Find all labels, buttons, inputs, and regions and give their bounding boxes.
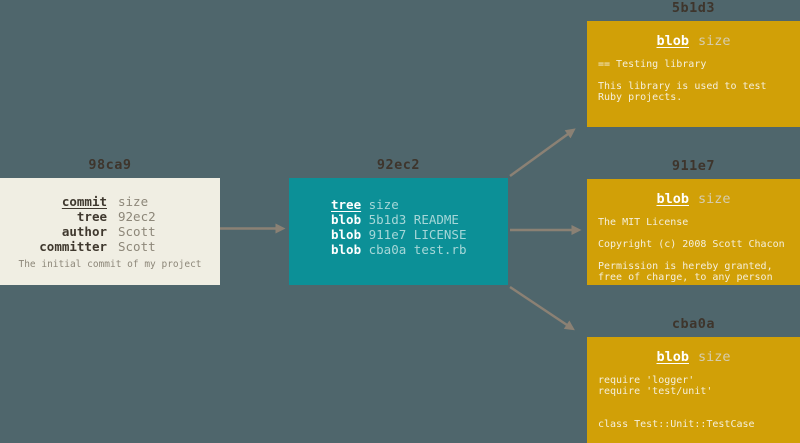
code-line: require 'test/unit': [598, 386, 713, 397]
commit-row: author Scott: [0, 224, 220, 239]
commit-row: tree 92ec2: [0, 209, 220, 224]
tree-row: blob 911e7 LICENSE: [331, 227, 508, 242]
code-line: class Test::Unit::TestCase: [598, 419, 755, 430]
code-line: [598, 250, 800, 261]
commit-row-key: tree: [76, 209, 107, 224]
commit-row-value: 92ec2: [118, 209, 156, 224]
tree-row-key: blob: [331, 227, 362, 242]
code-line: Permission is hereby granted,: [598, 261, 773, 272]
commit-message: The initial commit of my project: [18, 259, 202, 270]
arrow-tree-to-blob-5b1d3: [509, 128, 576, 178]
tree-row-key: tree: [331, 197, 362, 212]
blob-content: == Testing library This library is used …: [587, 59, 800, 103]
commit-row-value: size: [118, 194, 149, 209]
code-line: == Testing library: [598, 59, 707, 70]
commit-row: committer Scott: [0, 239, 220, 254]
blob-size-label: size: [698, 191, 731, 207]
blob-hash-label: 911e7: [671, 158, 716, 174]
tree-row: blob cba0a test.rb: [331, 242, 508, 257]
code-line: [598, 70, 800, 81]
blob-size-label: size: [698, 33, 731, 49]
commit-row-key: author: [61, 224, 107, 239]
commit-row-value: Scott: [118, 224, 156, 239]
code-line: [598, 397, 800, 408]
code-line: This library is used to test: [598, 81, 767, 92]
blob-type-label: blob: [656, 191, 689, 207]
code-line: require 'logger': [598, 375, 695, 386]
code-line: [598, 408, 800, 419]
blob-object-box-911e7: 911e7 blob size The MIT License Copyright…: [587, 158, 800, 285]
blob-header: blob size: [587, 349, 800, 365]
code-line: Ruby projects.: [598, 92, 683, 103]
commit-row-key: committer: [39, 239, 107, 254]
arrow-tree-to-blob-cba0a: [509, 285, 575, 331]
blob-header: blob size: [587, 33, 800, 49]
blob-type-label: blob: [656, 349, 689, 365]
tree-row-key: blob: [331, 242, 362, 257]
code-line: Copyright (c) 2008 Scott Chacon: [598, 239, 785, 250]
blob-object-box-cba0a: cba0a blob size require 'logger' require …: [587, 316, 800, 443]
blob-content: require 'logger' require 'test/unit' cla…: [587, 375, 800, 430]
commit-hash-label: 98ca9: [88, 157, 132, 173]
blob-header: blob size: [587, 191, 800, 207]
tree-row: tree size: [331, 197, 508, 212]
tree-row: blob 5b1d3 README: [331, 212, 508, 227]
tree-object-box: 92ec2 tree size blob 5b1d3 README blob 9…: [289, 157, 508, 285]
blob-hash-label: cba0a: [671, 316, 716, 332]
blob-hash-label: 5b1d3: [671, 0, 716, 16]
blob-content: The MIT License Copyright (c) 2008 Scott…: [587, 217, 800, 283]
tree-row-key: blob: [331, 212, 362, 227]
tree-row-value: size: [361, 197, 399, 212]
code-line: free of charge, to any person: [598, 272, 773, 283]
commit-object-box: 98ca9 commit size tree 92ec2 author Scot…: [0, 157, 220, 285]
tree-row-value: 5b1d3 README: [361, 212, 459, 227]
commit-row-key: commit: [61, 194, 107, 209]
tree-row-value: cba0a test.rb: [361, 242, 467, 257]
commit-row-value: Scott: [118, 239, 156, 254]
code-line: [598, 228, 800, 239]
blob-type-label: blob: [656, 33, 689, 49]
blob-object-box-5b1d3: 5b1d3 blob size == Testing library This l…: [587, 0, 800, 127]
commit-row: commit size: [0, 194, 220, 209]
tree-hash-label: 92ec2: [376, 157, 421, 173]
blob-size-label: size: [698, 349, 731, 365]
tree-row-value: 911e7 LICENSE: [361, 227, 467, 242]
code-line: The MIT License: [598, 217, 689, 228]
